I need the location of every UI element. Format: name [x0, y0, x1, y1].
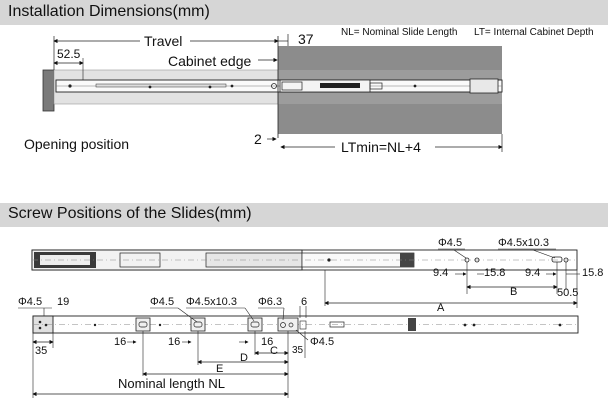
bottom-phi45-b-label: Φ4.5 — [310, 336, 335, 348]
top-phi45-label: Φ4.5 — [438, 237, 463, 249]
installation-dimensions-title: Installation Dimensions(mm) — [8, 3, 210, 20]
dim-6-label: 6 — [301, 296, 308, 308]
dim-35b-label: 35 — [292, 345, 304, 356]
dim-16b-label: 16 — [168, 336, 181, 348]
dim-19-label: 19 — [57, 296, 70, 308]
bottom-phi45x103-label: Φ4.5x10.3 — [186, 296, 237, 308]
dim-16c-label: 16 — [261, 336, 274, 348]
dim-35-label: 35 — [35, 345, 48, 357]
opening-position-label: Opening position — [24, 136, 130, 152]
cabinet-edge-label: Cabinet edge — [168, 53, 252, 69]
top-158b-label: 15.8 — [582, 267, 604, 279]
dim-52-5-label: 52.5 — [57, 47, 81, 61]
dim-16a-label: 16 — [114, 336, 127, 348]
bottom-phi63-label: Φ6.3 — [258, 296, 283, 308]
top-phi45x103-label: Φ4.5x10.3 — [498, 237, 549, 249]
dim-B-label: B — [510, 286, 518, 298]
bottom-phi45-a-label: Φ4.5 — [150, 296, 175, 308]
dim-A-label: A — [437, 302, 445, 314]
installation-dimensions-banner: Installation Dimensions(mm) — [0, 0, 608, 25]
top-94b-label: 9.4 — [525, 267, 541, 279]
bottom-phi45-left-label: Φ4.5 — [18, 296, 43, 308]
dim-37-label: 37 — [298, 31, 314, 47]
legend-lt: LT= Internal Cabinet Depth — [474, 27, 594, 38]
dim-50-5-label: 50.5 — [557, 287, 579, 299]
installation-drawing — [42, 34, 503, 152]
nominal-length-label: Nominal length NL — [118, 376, 225, 391]
dim-E-label: E — [216, 363, 224, 375]
top-94a-label: 9.4 — [433, 267, 449, 279]
dim-2-label: 2 — [254, 131, 262, 147]
top-158a-label: 15.8 — [484, 267, 506, 279]
drawer-front — [42, 69, 55, 112]
bottom-slide-drawing — [18, 306, 579, 398]
ltmin-label: LTmin=NL+4 — [341, 139, 421, 155]
top-slide-drawing — [31, 248, 580, 308]
travel-label: Travel — [144, 33, 183, 49]
screw-positions-title: Screw Positions of the Slides(mm) — [8, 205, 252, 222]
dim-D-label: D — [240, 352, 248, 364]
dim-C-label: C — [270, 345, 278, 357]
legend-nl: NL= Nominal Slide Length — [341, 27, 458, 38]
screw-positions-banner: Screw Positions of the Slides(mm) — [0, 203, 608, 227]
